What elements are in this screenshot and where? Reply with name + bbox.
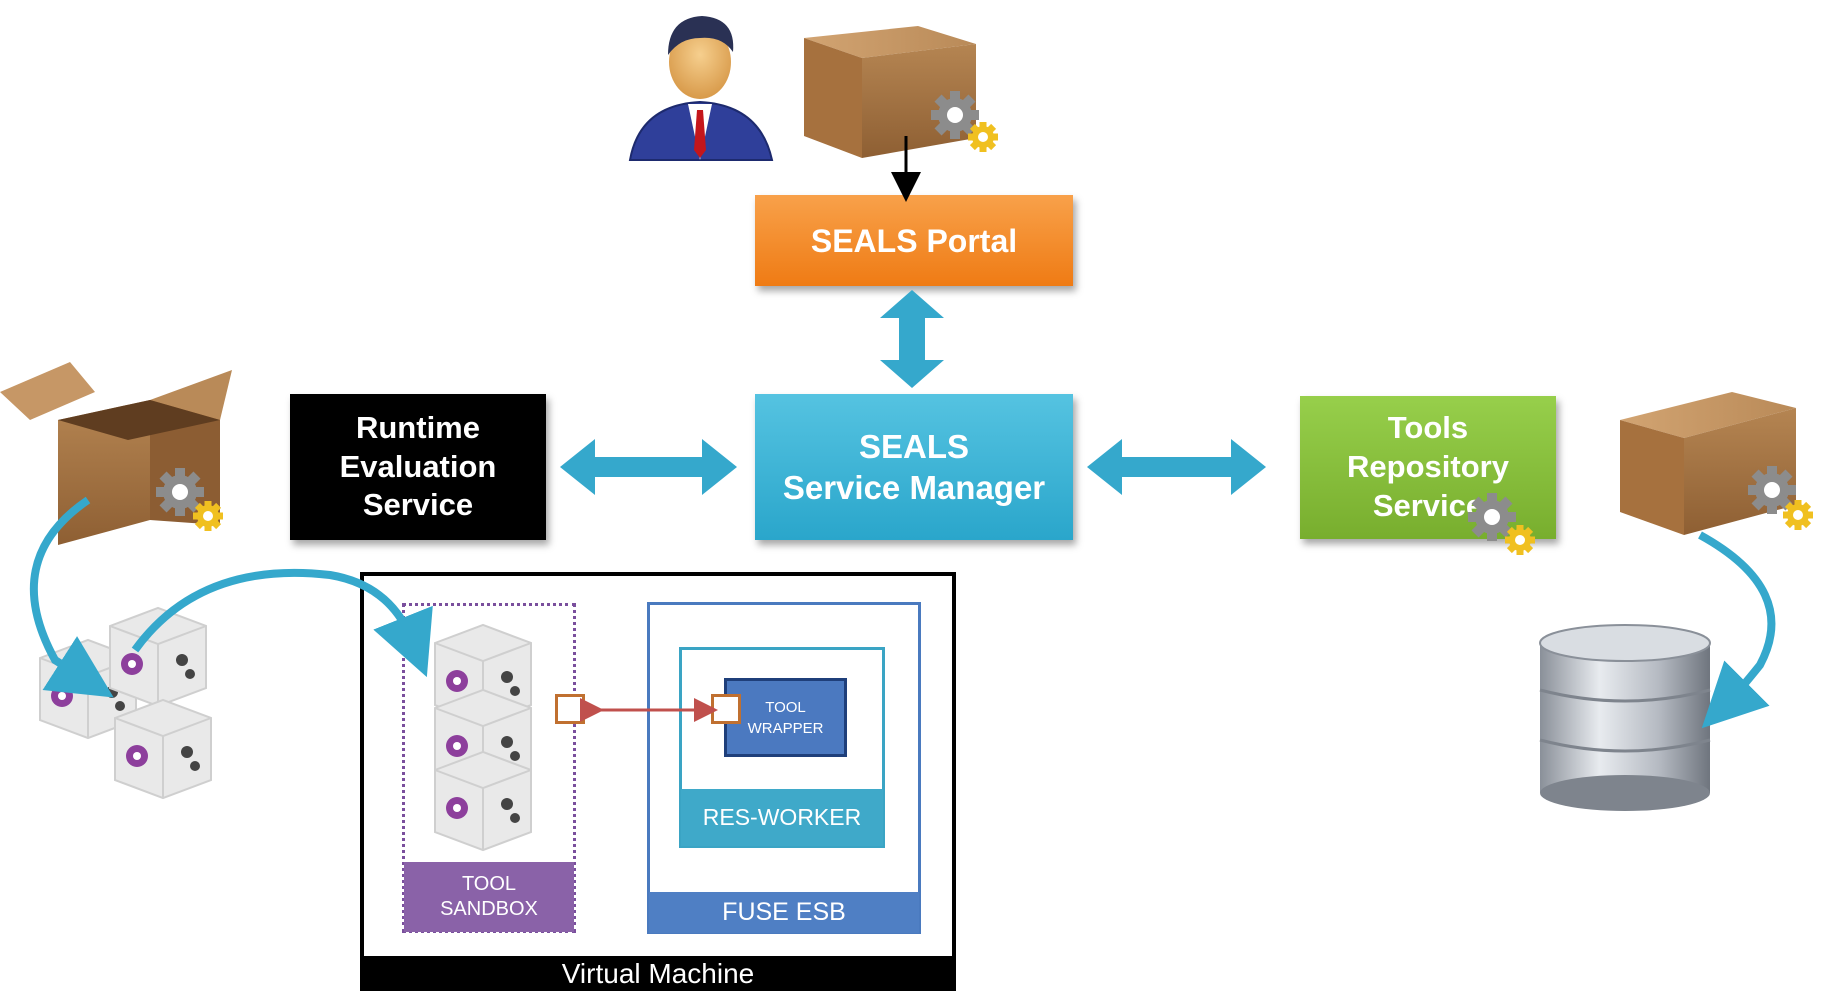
plugin-cube-icon — [114, 699, 212, 799]
user-icon — [628, 16, 774, 161]
virtual-machine-label: Virtual Machine — [360, 956, 956, 991]
extract-arrow — [29, 496, 114, 698]
portal-manager-arrow — [880, 290, 944, 388]
store-arrow — [1698, 531, 1776, 729]
runtime-evaluation-box: Runtime Evaluation Service — [290, 394, 546, 540]
runtime-line2: Evaluation — [339, 448, 497, 484]
gear-icon — [931, 91, 979, 139]
plugin-cube-icon — [434, 751, 532, 851]
tools-line1: Tools — [1387, 410, 1469, 446]
tool-wrapper-box: TOOL WRAPPER — [724, 678, 847, 757]
res-worker-frame — [679, 647, 885, 848]
tool-sandbox-line2: SANDBOX — [440, 898, 538, 920]
tools-repository-box: Tools Repository Service — [1300, 396, 1556, 539]
tools-line3: Service — [1372, 487, 1484, 523]
gear-icon — [968, 122, 998, 152]
gear-icon — [1505, 525, 1535, 555]
runtime-line1: Runtime — [355, 409, 480, 445]
gear-icon — [193, 501, 223, 531]
runtime-line3: Service — [362, 487, 474, 523]
tool-wrapper-line2: WRAPPER — [747, 719, 824, 737]
fuse-esb-label: FUSE ESB — [649, 892, 919, 933]
tool-wrapper-line1: TOOL — [765, 698, 806, 716]
res-worker-label: RES-WORKER — [681, 789, 883, 846]
gear-icon — [1468, 493, 1516, 541]
service-manager-line2: Service Manager — [782, 469, 1046, 506]
virtual-machine-label-text: Virtual Machine — [561, 958, 755, 989]
database-icon — [1539, 624, 1711, 811]
deploy-arrow — [131, 568, 433, 678]
fuse-esb-label-text: FUSE ESB — [722, 897, 846, 926]
service-manager-box: SEALS Service Manager — [755, 394, 1073, 540]
seals-portal-box: SEALS Portal — [755, 195, 1073, 286]
manager-tools-arrow — [1087, 439, 1266, 495]
tool-sandbox-line1: TOOL — [461, 873, 517, 895]
gear-icon — [1783, 500, 1813, 530]
tool-sandbox-label: TOOL SANDBOX — [404, 862, 574, 932]
service-manager-line1: SEALS — [858, 427, 970, 465]
tools-line2: Repository — [1347, 449, 1509, 485]
res-worker-label-text: RES-WORKER — [702, 804, 862, 831]
seals-portal-label: SEALS Portal — [810, 222, 1018, 259]
runtime-manager-arrow — [560, 439, 737, 495]
